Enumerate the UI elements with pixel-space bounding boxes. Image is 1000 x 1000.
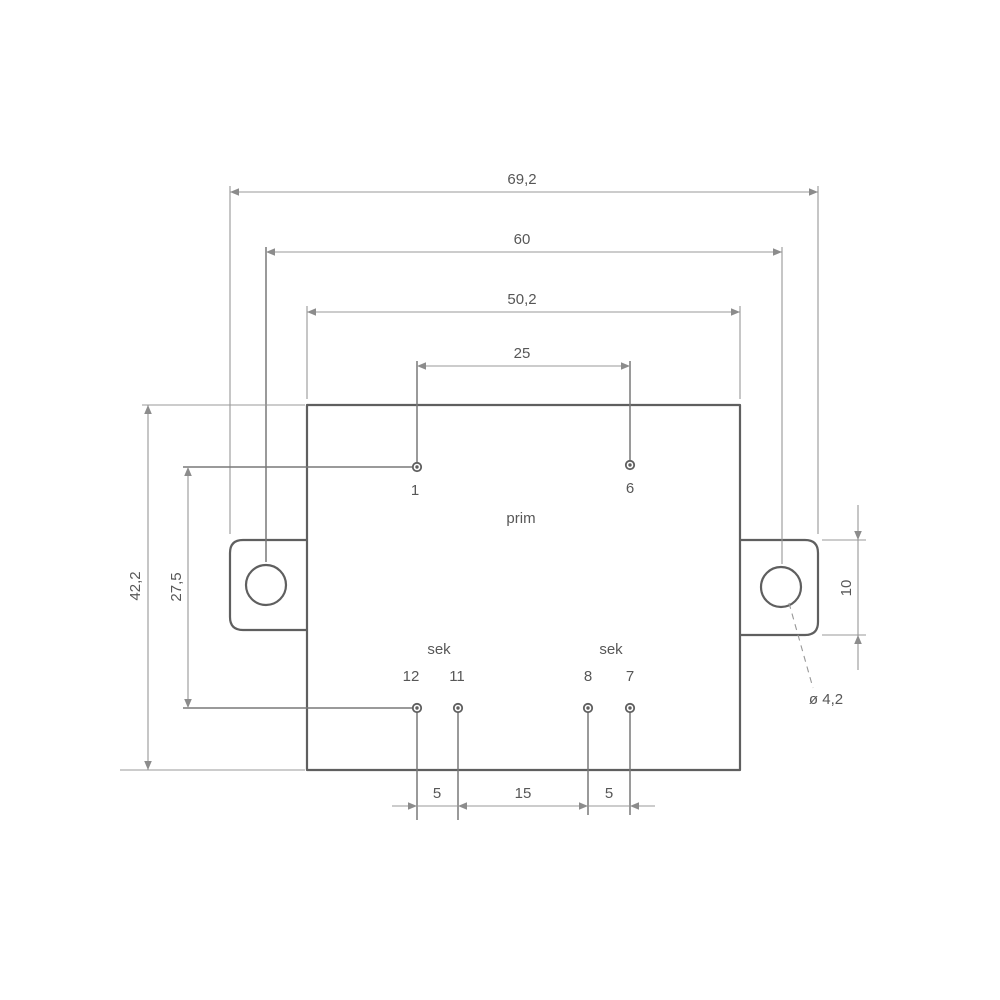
pin-1-center (415, 465, 419, 469)
pin-6-center (628, 463, 632, 467)
dim-label-body-width: 50,2 (507, 291, 536, 308)
pin-6-label: 6 (626, 480, 634, 497)
pin-12-label: 12 (403, 668, 420, 685)
dim-label-gap-right: 5 (605, 785, 613, 802)
dim-label-overall-height: 42,2 (127, 571, 144, 600)
dim-label-flange-height: 10 (838, 580, 855, 597)
pin-7-center (628, 706, 632, 710)
primary-winding-label: prim (506, 510, 535, 527)
pins (411, 459, 636, 714)
winding-and-pin-labels: prim sek sek 1 6 12 11 8 7 (403, 480, 635, 685)
dim-label-pin-span-top: 25 (514, 345, 531, 362)
transformer-body (305, 403, 742, 772)
component-outline (228, 403, 820, 772)
secondary-winding-label-left: sek (427, 641, 451, 658)
dim-label-hole-diameter: ø 4,2 (809, 691, 843, 708)
dim-label-overall-width: 69,2 (507, 171, 536, 188)
right-mounting-hole (759, 565, 803, 609)
leader-line-hole-diameter (788, 602, 814, 689)
pin-8-center (586, 706, 590, 710)
pin-8-label: 8 (584, 668, 592, 685)
dim-label-gap-middle: 15 (515, 785, 532, 802)
dim-label-gap-left: 5 (433, 785, 441, 802)
dimension-lines (120, 186, 866, 820)
pin-12-center (415, 706, 419, 710)
secondary-winding-label-right: sek (599, 641, 623, 658)
pin-1-label: 1 (411, 482, 419, 499)
dim-label-hole-spacing: 60 (514, 231, 531, 248)
pin-11-label: 11 (449, 668, 465, 685)
pin-11-center (456, 706, 460, 710)
dimension-labels: 69,2 60 50,2 25 42,2 27,5 10 ø 4,2 5 15 … (127, 171, 855, 802)
pin-7-label: 7 (626, 668, 634, 685)
dim-label-pin-row-spacing: 27,5 (168, 572, 185, 601)
left-mounting-hole (244, 563, 288, 607)
